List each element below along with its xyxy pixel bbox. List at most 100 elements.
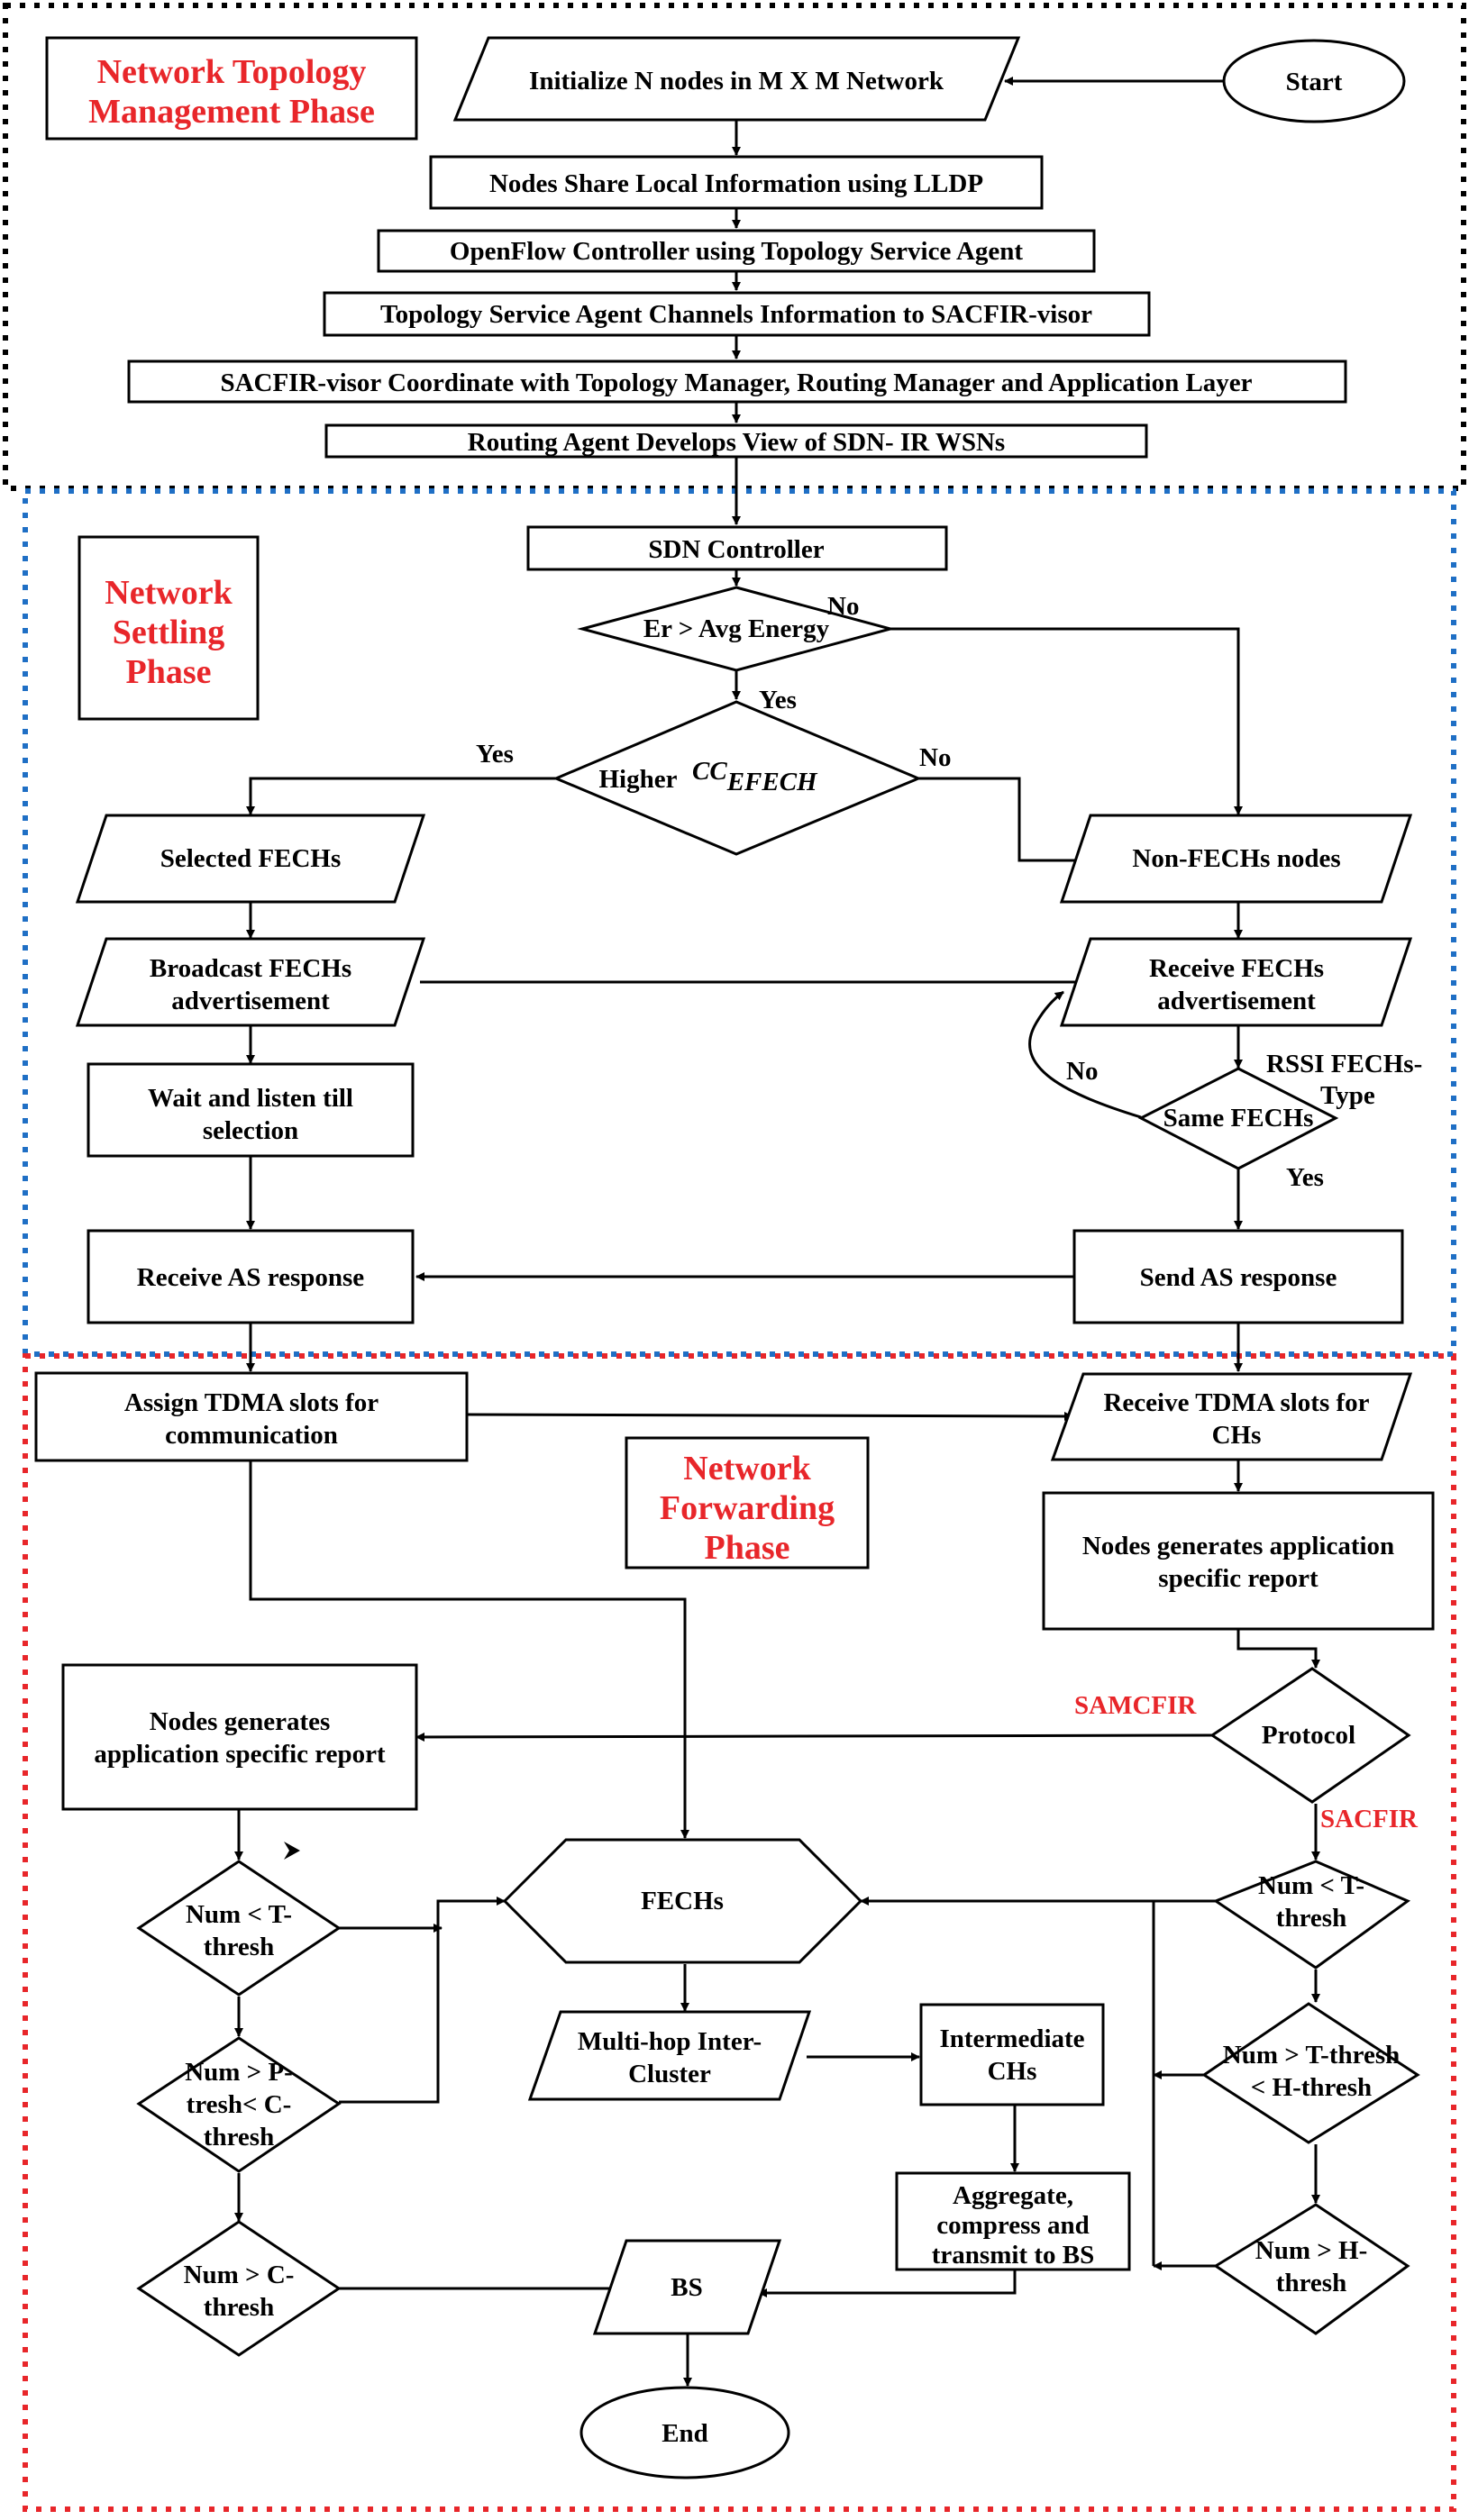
edge-higher-selected: [246, 777, 556, 815]
node-lnump-line-2: tresh< C-: [187, 2090, 292, 2119]
node-aggregate: Aggregate, compress and transmit to BS: [895, 2171, 1131, 2271]
node-multihop-line-1: Multi-hop Inter-: [578, 2027, 762, 2056]
node-lnumc-line-2: thresh: [204, 2293, 274, 2322]
node-openflow: OpenFlow Controller using Topology Servi…: [377, 229, 1096, 273]
node-rnumh-line-2: thresh: [1276, 2269, 1346, 2297]
node-receive-tdma: Receive TDMA slots for CHs: [1050, 1372, 1413, 1461]
node-genleft-line-2: application specific report: [94, 1740, 386, 1769]
node-protocol-text: Protocol: [1262, 1721, 1355, 1750]
edge-protocol-genleft: [415, 1732, 1213, 1742]
node-protocol-decision: Protocol: [1209, 1667, 1411, 1804]
node-er-decision: Er > Avg Energy: [577, 586, 896, 672]
node-same-text: Same FECHs: [1163, 1104, 1314, 1133]
edges: [234, 77, 1320, 2387]
node-tsa: Topology Service Agent Channels Informat…: [323, 291, 1151, 337]
node-bs: BS: [592, 2239, 782, 2335]
label-higher-yes: Yes: [476, 740, 514, 769]
node-higher-text: Higher: [599, 765, 678, 794]
node-same-decision: Same FECHs: [1137, 1067, 1339, 1170]
node-openflow-text: OpenFlow Controller using Topology Servi…: [450, 237, 1024, 266]
node-aggregate-line-1: Aggregate,: [953, 2181, 1073, 2210]
node-left-num-p: Num > P- tresh< C- thresh: [136, 2036, 342, 2173]
node-intermediate-line-1: Intermediate: [939, 2024, 1084, 2053]
node-right-num-h: Num > H- thresh: [1213, 2203, 1410, 2335]
edge-labels: No Yes Yes No No RSSI FECHs- Type Yes SA…: [476, 592, 1422, 1833]
node-selected-text: Selected FECHs: [160, 844, 342, 873]
node-assign-tdma: Assign TDMA slots for communication: [34, 1371, 469, 1462]
topology-phase-label: Network Topology Management Phase: [45, 36, 418, 141]
node-broadcast-line-1: Broadcast FECHs: [150, 954, 351, 983]
label-same-yes: Yes: [1286, 1163, 1324, 1192]
node-lnumc-line-1: Num > C-: [184, 2261, 295, 2289]
node-end: End: [579, 2386, 790, 2479]
node-lldp: Nodes Share Local Information using LLDP: [429, 155, 1044, 210]
node-lnump-line-1: Num > P-: [185, 2058, 293, 2087]
node-routing-text: Routing Agent Develops View of SDN- IR W…: [468, 428, 1005, 457]
node-genright-line-2: specific report: [1158, 1564, 1318, 1593]
node-receivetdma-line-2: CHs: [1212, 1421, 1262, 1450]
node-receive-as: Receive AS response: [87, 1229, 415, 1324]
node-broadcast: Broadcast FECHs advertisement: [75, 937, 426, 1027]
node-higher-decision: Higher CCEFECH: [552, 700, 922, 856]
node-init: Initialize N nodes in M X M Network: [452, 36, 1021, 122]
node-selected-fechs: Selected FECHs: [75, 814, 426, 904]
node-broadcast-line-2: advertisement: [171, 987, 330, 1015]
settling-phase-label: Network Settling Phase: [78, 535, 260, 721]
label-same-no: No: [1066, 1057, 1098, 1086]
settling-phase-region: [23, 488, 1456, 1357]
node-lldp-text: Nodes Share Local Information using LLDP: [489, 169, 983, 198]
node-visor-text: SACFIR-visor Coordinate with Topology Ma…: [220, 368, 1252, 397]
label-higher-no: No: [919, 743, 951, 772]
node-lnump-line-3: thresh: [204, 2123, 274, 2152]
node-start: Start: [1222, 39, 1406, 123]
node-receive-adv: Receive FECHs advertisement: [1059, 937, 1413, 1027]
node-aggregate-line-3: transmit to BS: [932, 2241, 1094, 2270]
node-genleft-line-1: Nodes generates: [150, 1707, 331, 1736]
node-multihop-line-2: Cluster: [628, 2060, 711, 2088]
node-wait: Wait and listen till selection: [87, 1062, 415, 1158]
node-routing: Routing Agent Develops View of SDN- IR W…: [324, 423, 1148, 459]
node-fechs: FECHs: [502, 1838, 863, 1964]
node-bs-text: BS: [671, 2273, 702, 2302]
node-rnumt-line-2: thresh: [1276, 1904, 1346, 1933]
edge-assign-fechs: [249, 1460, 689, 1839]
node-receiveas-text: Receive AS response: [137, 1263, 365, 1292]
node-receivetdma-line-1: Receive TDMA slots for: [1103, 1388, 1369, 1417]
forwarding-phase-line-2: Forwarding: [660, 1489, 835, 1527]
node-gen-left: Nodes generates application specific rep…: [61, 1663, 418, 1811]
node-rnumh-line-1: Num > H-: [1255, 2236, 1367, 2265]
node-receiveadv-line-1: Receive FECHs: [1149, 954, 1324, 983]
node-assign-line-2: communication: [165, 1421, 338, 1450]
forwarding-phase-line-1: Network: [683, 1450, 811, 1487]
node-fechs-text: FECHs: [641, 1887, 724, 1915]
node-send-as: Send AS response: [1072, 1229, 1404, 1324]
node-init-text: Initialize N nodes in M X M Network: [529, 67, 944, 96]
node-wait-line-2: selection: [203, 1116, 298, 1145]
label-sacfir: SACFIR: [1320, 1805, 1419, 1833]
edge-aggregate-bs: [758, 2270, 1017, 2297]
edge-lnump-fechs: [339, 1897, 506, 2104]
node-end-text: End: [662, 2419, 708, 2448]
node-multihop: Multi-hop Inter- Cluster: [527, 2010, 812, 2101]
node-sdn-controller: SDN Controller: [526, 525, 948, 571]
edge-genright-protocol: [1236, 1629, 1320, 1669]
edge-er-nonfechs: [890, 627, 1243, 815]
settling-phase-line-1: Network: [105, 574, 233, 612]
node-sendas-text: Send AS response: [1140, 1263, 1337, 1292]
label-samcfir: SAMCFIR: [1074, 1691, 1197, 1720]
topology-phase-line-2: Management Phase: [88, 93, 375, 131]
label-rssi-line-1: RSSI FECHs-: [1266, 1050, 1422, 1078]
node-rnumth-line-1: Num > T-thresh: [1223, 2041, 1401, 2070]
node-intermediate: Intermediate CHs: [919, 2003, 1105, 2106]
node-nonfechs-text: Non-FECHs nodes: [1132, 844, 1340, 873]
node-er-text: Er > Avg Energy: [643, 614, 830, 643]
settling-phase-line-2: Settling: [113, 614, 225, 651]
label-rssi-line-2: Type: [1320, 1081, 1375, 1110]
node-rnumt-line-1: Num < T-: [1258, 1871, 1364, 1900]
node-right-num-t: Num < T- thresh: [1212, 1860, 1411, 1970]
forwarding-phase-label: Network Forwarding Phase: [625, 1436, 870, 1569]
label-er-no: No: [827, 592, 859, 621]
node-tsa-text: Topology Service Agent Channels Informat…: [380, 300, 1092, 329]
node-left-num-t: Num < T- thresh: [136, 1860, 342, 1997]
